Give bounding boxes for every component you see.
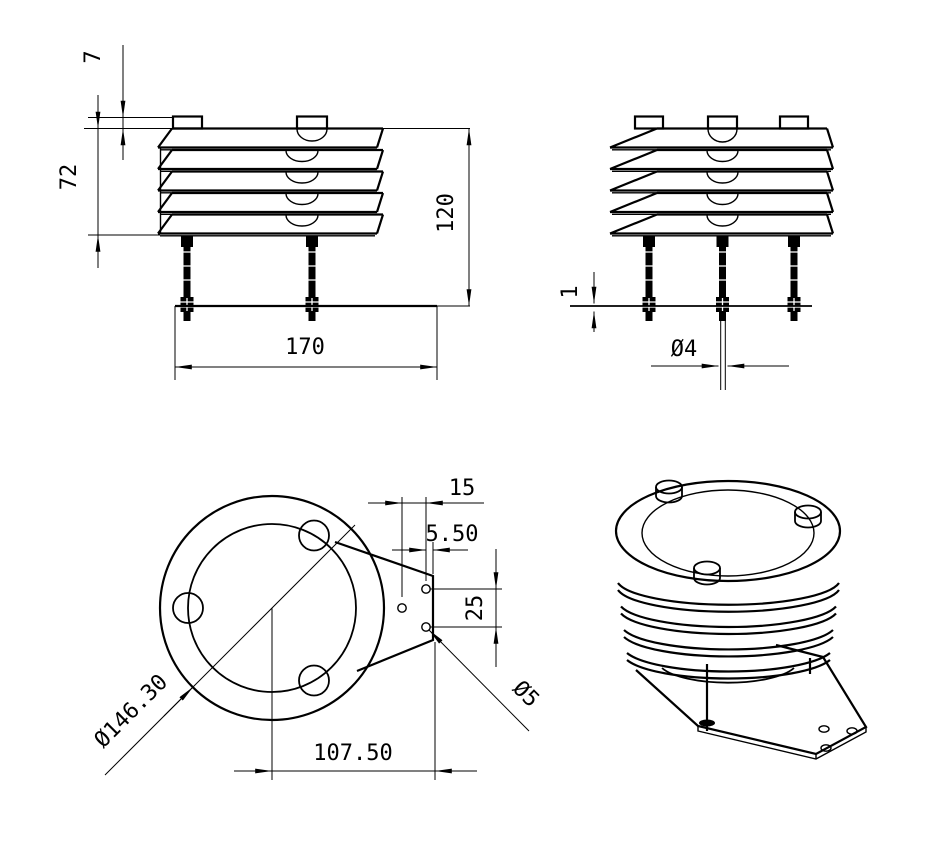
dim-cap-height-label: 7 (81, 50, 106, 63)
dim-center-to-tab-edge: 107.50 (234, 741, 477, 774)
front-dome-arcs (285, 128, 328, 227)
flange-hole-top (298, 519, 330, 552)
front-left-cap (171, 115, 204, 130)
side-rod-right (787, 236, 801, 321)
dim-center-to-tab-edge-label: 107.50 (313, 741, 392, 766)
dim-tab-edge-offset: 5.50 (392, 522, 479, 553)
bottom-view (158, 494, 435, 722)
dim-base-width: 170 (175, 335, 437, 370)
front-plate-thickness-lines (160, 149, 375, 237)
dim-tab-hole-diameter-label: Ø5 (507, 676, 543, 712)
mounting-tab-outline (334, 540, 435, 673)
dim-tab-hole-spacing: 25 (463, 549, 499, 667)
iso-mounting-plate (635, 643, 868, 756)
iso-plate-hole-2 (846, 727, 858, 735)
front-dimensions: 7 72 120 170 (57, 45, 472, 380)
dim-tab-hole-offset-label: 15 (449, 476, 476, 501)
dim-tab-hole-diameter: Ø5 (428, 629, 544, 732)
front-louver-plates (157, 127, 385, 235)
side-louver-plates (609, 127, 835, 235)
dim-stack-height: 72 (57, 95, 101, 268)
iso-louver-rims (617, 582, 840, 680)
dim-plate-thickness: 1 (558, 272, 597, 332)
dim-overall-height-label: 120 (434, 193, 459, 233)
flange-hole-left (172, 592, 204, 624)
dim-cap-height: 7 (81, 45, 126, 160)
iso-bottom-arc (661, 667, 795, 684)
dim-stack-height-label: 72 (57, 164, 82, 191)
front-rod-right (305, 236, 319, 321)
dim-tab-edge-offset-label: 5.50 (426, 522, 479, 547)
tab-hole-upper-right (421, 584, 431, 594)
side-rod-center (716, 236, 729, 321)
side-cap-right (778, 115, 810, 130)
front-right-cap (295, 115, 329, 130)
isometric-view (614, 479, 868, 760)
side-view (570, 115, 835, 390)
dim-flange-diameter: Ø146.30 (90, 524, 356, 776)
side-dimensions: 1 Ø4 (558, 272, 789, 369)
dim-tab-hole-spacing-label: 25 (463, 595, 488, 622)
side-cap-left (633, 115, 665, 130)
iso-rod-foot (699, 719, 715, 727)
side-cap-center (706, 115, 739, 130)
iso-cap-left (655, 479, 683, 504)
dim-plate-thickness-label: 1 (558, 285, 583, 298)
iso-plate-hole-1 (818, 725, 830, 733)
tab-hole-left (397, 603, 407, 613)
front-view (157, 115, 437, 321)
iso-cap-right (794, 504, 822, 529)
iso-cap-front (693, 560, 721, 586)
dim-overall-height: 120 (434, 128, 472, 306)
dim-rod-diameter-label: Ø4 (671, 337, 698, 362)
front-rod-left (180, 236, 194, 321)
iso-top-disc (614, 479, 842, 583)
side-rod-left (642, 236, 656, 321)
dim-rod-diameter: Ø4 (651, 337, 789, 369)
front-extension-lines (84, 117, 470, 380)
iso-top-inner-ellipse (641, 489, 815, 577)
iso-plate-thickness-edge (697, 726, 867, 760)
side-plate-thickness-lines (612, 149, 831, 237)
side-dome-arcs (706, 128, 739, 227)
dim-flange-diameter-label: Ø146.30 (90, 670, 173, 753)
bottom-extension-lines (271, 497, 502, 780)
dim-tab-hole-offset: 15 (368, 476, 484, 506)
dim-base-width-label: 170 (285, 335, 325, 360)
flange-hole-bottom (298, 664, 330, 697)
side-rod-stub-lines (720, 320, 726, 390)
tab-hole-lower-right (421, 622, 431, 632)
iso-plate-hole-3 (820, 744, 832, 752)
